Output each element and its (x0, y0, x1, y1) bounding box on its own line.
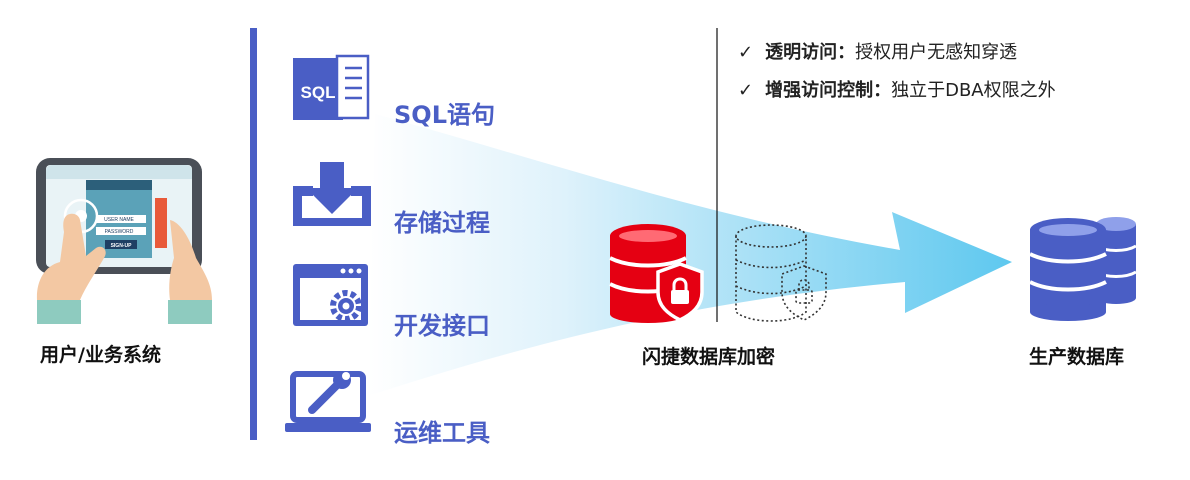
left-sleeve (37, 300, 81, 324)
screen-field-password: PASSWORD (105, 229, 134, 235)
feature-transparent-access: ✓ 透明访问：授权用户无感知穿透 (738, 38, 1017, 64)
channel-bar (250, 28, 257, 440)
feature-desc: 独立于DBA权限之外 (891, 80, 1056, 101)
sql-document-icon (293, 54, 370, 120)
channel-label-ops-tools: 运维工具 (394, 419, 490, 447)
channel-label-stored-procedure: 存储过程 (394, 209, 490, 237)
check-icon: ✓ (738, 80, 754, 101)
feature-title: 透明访问： (765, 42, 856, 63)
encryption-label: 闪捷数据库加密 (642, 346, 776, 368)
screen-field-user: USER NAME (104, 217, 134, 223)
window-gear-icon (293, 264, 368, 326)
production-database-icon (1029, 217, 1137, 321)
channel-label-sql: SQL语句 (394, 101, 495, 129)
production-label: 生产数据库 (1029, 346, 1125, 368)
right-sleeve (168, 300, 212, 324)
feature-desc: 授权用户无感知穿透 (855, 42, 1018, 63)
check-icon: ✓ (738, 42, 754, 63)
data-flow-arrow (368, 114, 1012, 396)
sql-icon-text: SQL (301, 83, 336, 102)
screen-signup-button: SIGN-UP (111, 243, 133, 249)
feature-access-control: ✓ 增强访问控制：独立于DBA权限之外 (738, 76, 1056, 102)
download-tray-icon (293, 162, 371, 226)
encryption-database-icon (609, 224, 704, 323)
client-label: 用户/业务系统 (40, 344, 161, 366)
monitor-wrench-icon (285, 371, 371, 432)
tablet-icon (36, 158, 212, 324)
ghost-database-icon (735, 224, 827, 322)
feature-title: 增强访问控制： (765, 80, 892, 101)
channel-label-dev-interface: 开发接口 (394, 312, 490, 340)
